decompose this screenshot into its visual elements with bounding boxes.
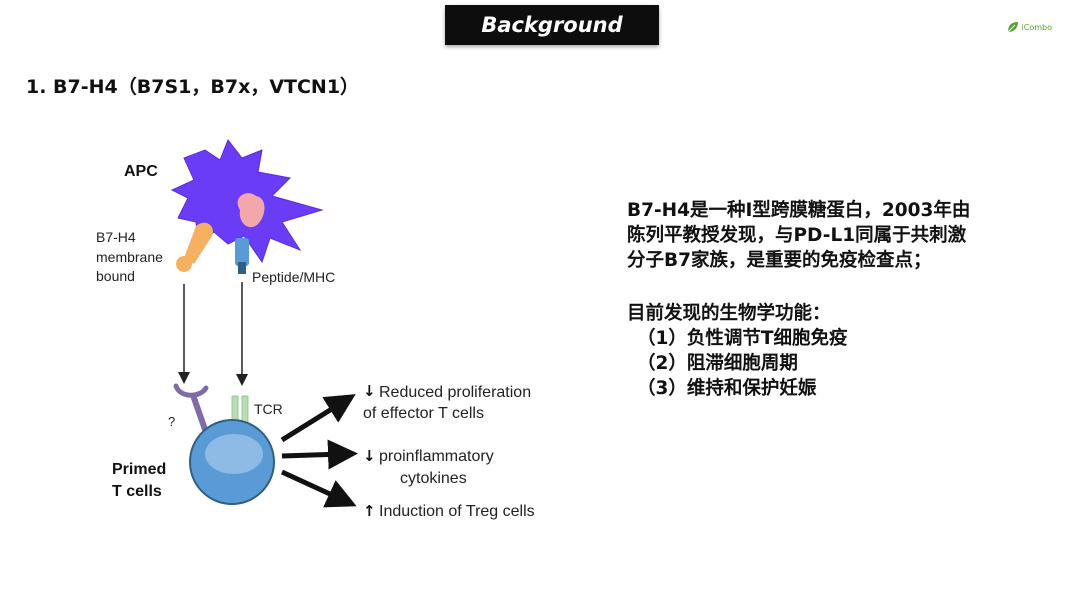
peptide-mhc-label: Peptide/MHC — [252, 269, 335, 285]
b7h4-label-line2: membrane — [96, 249, 163, 265]
outcome-2-line2: cytokines — [400, 470, 467, 487]
b7h4-label-line1: B7-H4 — [96, 229, 136, 245]
outcome-3: Induction of Treg cells — [379, 503, 535, 520]
arrow-outcome-1 — [280, 394, 356, 443]
b7h4-label-line3: bound — [96, 268, 135, 284]
outcome-1-line2: of effector T cells — [363, 405, 484, 422]
t-cell-nucleus — [205, 434, 263, 474]
tcr-label: TCR — [254, 401, 283, 417]
apc-label: APC — [124, 163, 158, 180]
b7h4-ligand-head — [176, 256, 192, 272]
down-arrow-icon: ↓ — [363, 382, 376, 400]
description-line: B7-H4是一种I型跨膜糖蛋白，2003年由 — [627, 200, 971, 221]
up-arrow-icon: ↑ — [363, 502, 376, 520]
arrow-outcome-2 — [281, 439, 358, 470]
primed-label-line2: T cells — [112, 483, 162, 500]
description-block: B7-H4是一种I型跨膜糖蛋白，2003年由 陈列平教授发现，与PD-L1同属于… — [627, 198, 1057, 401]
unknown-receptor-question: ? — [168, 414, 175, 429]
slide-title: Background — [445, 5, 659, 45]
function-item: （3）维持和保护妊娠 — [637, 378, 817, 399]
apc-nucleus — [237, 193, 265, 228]
unknown-receptor — [173, 383, 209, 398]
brand-logo: iCombo — [1006, 20, 1052, 34]
functions-title: 目前发现的生物学功能： — [627, 303, 831, 324]
leaf-icon — [1007, 22, 1018, 33]
outcome-1-line1: Reduced proliferation — [379, 384, 531, 401]
section-heading: 1. B7-H4（B7S1，B7x，VTCN1） — [26, 76, 360, 98]
primed-label-line1: Primed — [112, 461, 166, 478]
logo-text: iCombo — [1021, 22, 1052, 32]
outcome-2-line1: proinflammatory — [379, 448, 494, 465]
arrow-outcome-3 — [280, 469, 357, 508]
function-item: （1）负性调节T细胞免疫 — [637, 328, 848, 349]
description-line: 分子B7家族，是重要的免疫检查点； — [627, 250, 932, 271]
description-line: 陈列平教授发现，与PD-L1同属于共刺激 — [627, 225, 967, 246]
peptide-mhc — [235, 238, 249, 266]
down-arrow-icon: ↓ — [363, 447, 376, 465]
b7h4-ligand — [184, 222, 213, 264]
function-item: （2）阻滞细胞周期 — [637, 353, 798, 374]
mhc-stem — [238, 262, 246, 274]
